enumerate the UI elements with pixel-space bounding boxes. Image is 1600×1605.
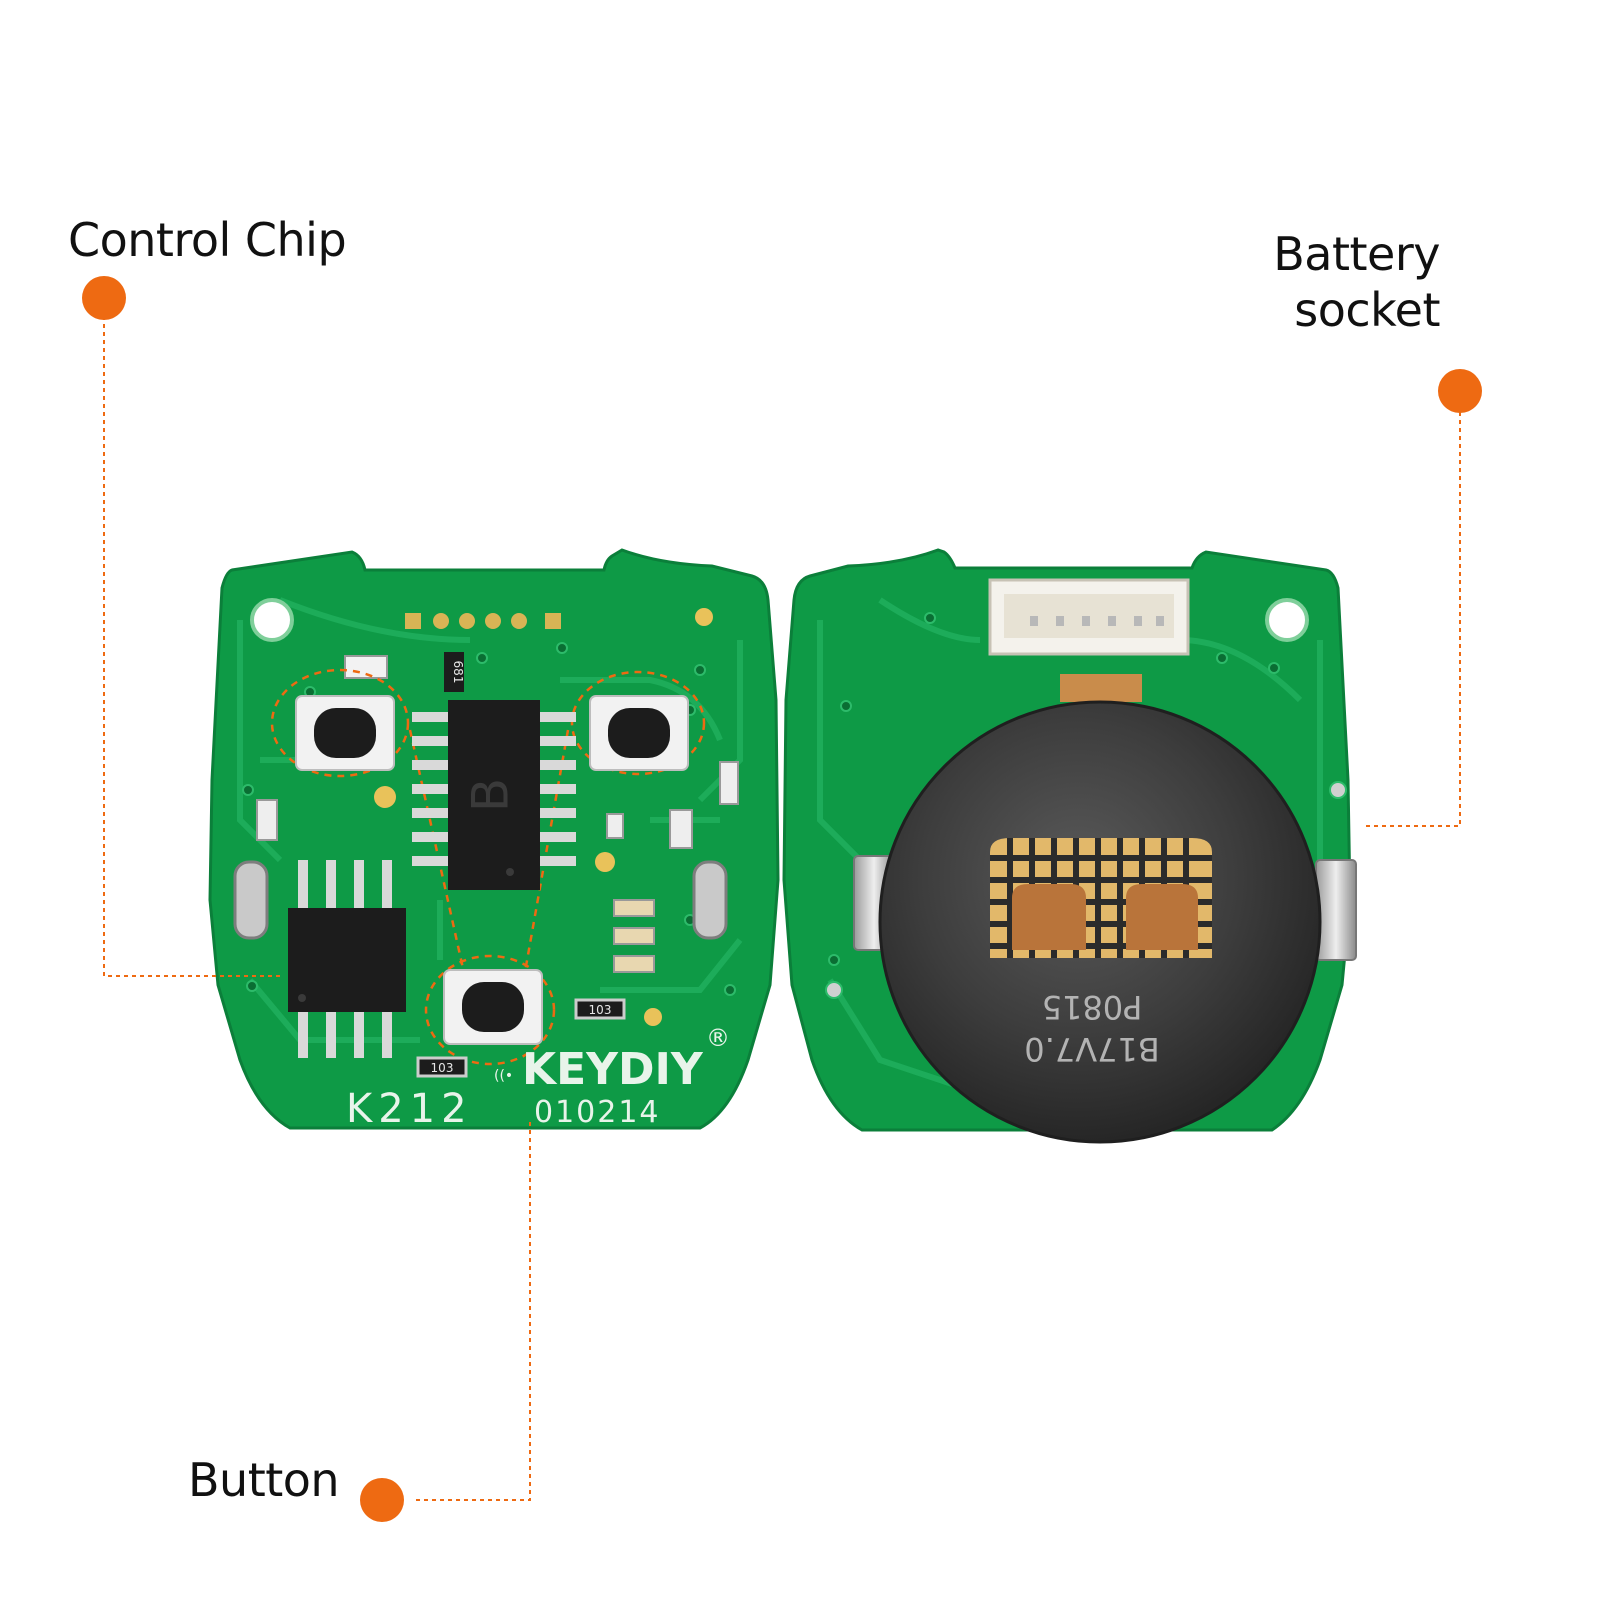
resistor-681: 681: [444, 652, 465, 692]
battery-holder: P0815 B17V7.0: [853, 674, 1357, 1144]
solder-pads: [233, 860, 728, 940]
control-chip-dot-icon: [82, 276, 126, 320]
right-pcb-board: P0815 B17V7.0: [782, 548, 1357, 1144]
tactile-button-3: [443, 969, 543, 1045]
brand-logo: KEYDIY: [522, 1044, 704, 1095]
left-pcb-board: 681: [208, 548, 780, 1132]
tactile-button-1: [295, 695, 395, 771]
button-dot-icon: [360, 1478, 404, 1522]
svg-text:681: 681: [451, 661, 465, 684]
battery-socket-dot-icon: [1438, 369, 1482, 413]
smd-components: 103 103: [256, 761, 739, 1078]
battery-socket-label-line2: socket: [1294, 283, 1440, 337]
main-ic-chip: B: [412, 700, 576, 890]
tactile-button-2: [589, 695, 689, 771]
battery-mark-line-2: P0815: [1042, 988, 1143, 1026]
battery-socket-label: Battery socket: [1120, 226, 1440, 338]
header-pins: [405, 613, 561, 629]
control-chip-label: Control Chip: [68, 213, 347, 267]
svg-text:B: B: [462, 778, 520, 812]
model-number: K212: [346, 1086, 473, 1132]
button-label: Button: [188, 1453, 340, 1507]
svg-text:103: 103: [431, 1061, 454, 1075]
battery-mark-line-1: B17V7.0: [1024, 1030, 1159, 1068]
svg-text:103: 103: [589, 1003, 612, 1017]
registered-mark: ®: [706, 1024, 730, 1052]
board-code: 010214: [534, 1095, 661, 1130]
battery-connector: [988, 578, 1190, 656]
control-chip: [288, 860, 406, 1058]
callout-lines: [103, 316, 1461, 1501]
signal-icon: ((•: [494, 1068, 513, 1084]
battery-socket-label-line1: Battery: [1273, 227, 1440, 281]
